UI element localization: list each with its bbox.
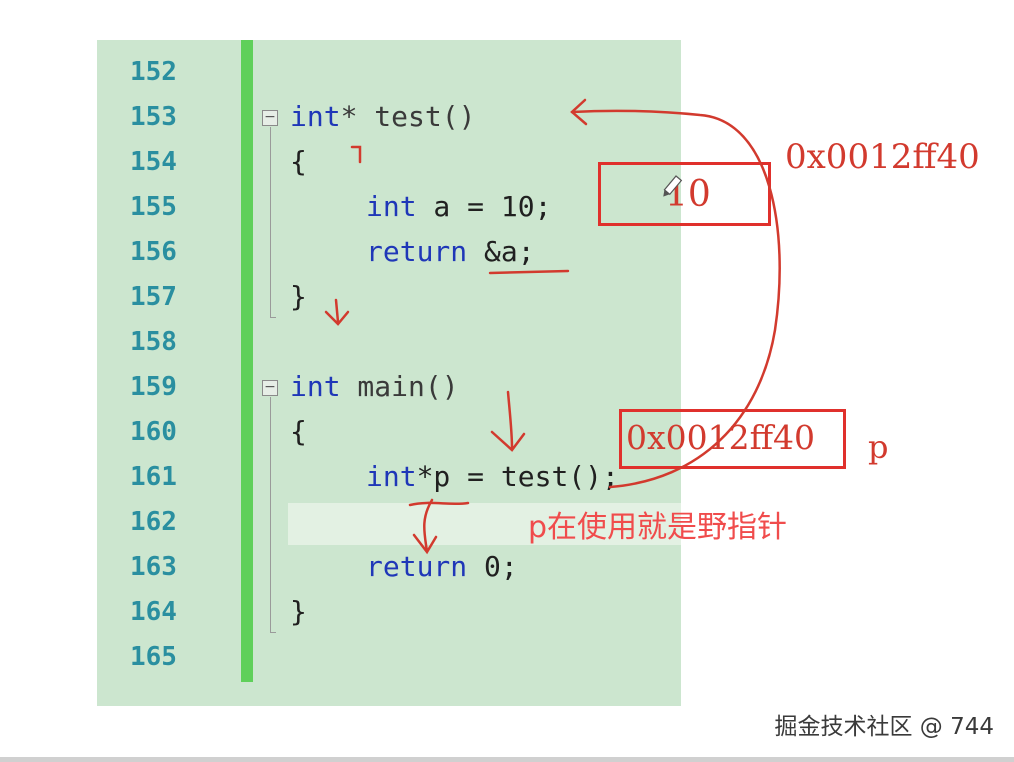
line-number: 159 bbox=[130, 372, 177, 402]
line-number: 160 bbox=[130, 417, 177, 447]
code-line-154: { bbox=[290, 145, 307, 178]
code-line-164: } bbox=[290, 595, 307, 628]
line-number: 163 bbox=[130, 552, 177, 582]
value-box bbox=[598, 162, 771, 226]
line-number: 165 bbox=[130, 642, 177, 672]
code-line-157: } bbox=[290, 280, 307, 313]
line-number: 152 bbox=[130, 57, 177, 87]
keyword: int bbox=[366, 190, 417, 223]
fold-toggle-main[interactable]: − bbox=[262, 380, 278, 396]
annotation-address-box: 0x0012ff40 bbox=[626, 418, 816, 457]
bottom-divider bbox=[0, 757, 1014, 762]
line-number: 161 bbox=[130, 462, 177, 492]
line-number: 153 bbox=[130, 102, 177, 132]
code-text: * test() bbox=[340, 100, 476, 133]
fold-guide bbox=[270, 127, 276, 318]
keyword: return bbox=[366, 550, 468, 583]
code-text: 0; bbox=[467, 550, 518, 583]
keyword: int bbox=[290, 100, 341, 133]
keyword: int bbox=[366, 460, 417, 493]
code-line-156: return &a; bbox=[366, 235, 535, 269]
change-indicator-bar bbox=[241, 40, 253, 682]
code-line-163: return 0; bbox=[366, 550, 518, 584]
line-number: 162 bbox=[130, 507, 177, 537]
annotation-note: p在使用就是野指针 bbox=[528, 510, 788, 545]
line-number: 157 bbox=[130, 282, 177, 312]
line-number: 155 bbox=[130, 192, 177, 222]
code-text: a = 10; bbox=[416, 190, 552, 223]
code-text: &a; bbox=[467, 235, 535, 268]
watermark: 掘金技术社区 @ 744 bbox=[774, 714, 994, 740]
down-arrow bbox=[324, 298, 350, 326]
code-text: *p = test(); bbox=[416, 460, 619, 493]
line-number: 156 bbox=[130, 237, 177, 267]
code-editor bbox=[97, 40, 681, 706]
fold-guide bbox=[270, 397, 276, 633]
code-line-159: int main() bbox=[290, 370, 459, 404]
current-line-highlight bbox=[288, 503, 681, 545]
arrowhead bbox=[570, 98, 588, 126]
curve-arrow bbox=[570, 109, 781, 489]
keyword: int bbox=[290, 370, 341, 403]
underline bbox=[488, 269, 570, 275]
bracket-mark bbox=[350, 145, 362, 164]
address-box bbox=[619, 409, 846, 469]
squiggle bbox=[408, 501, 470, 507]
code-text: main() bbox=[340, 370, 459, 403]
annotation-pointer-label: p bbox=[868, 428, 889, 466]
down-arrow bbox=[412, 498, 438, 555]
annotation-address-top: 0x0012ff40 bbox=[785, 137, 980, 177]
keyword: return bbox=[366, 235, 468, 268]
code-line-160: { bbox=[290, 415, 307, 448]
line-number: 164 bbox=[130, 597, 177, 627]
line-number: 154 bbox=[130, 147, 177, 177]
code-line-155: int a = 10; bbox=[366, 190, 551, 224]
fold-toggle-test[interactable]: − bbox=[262, 110, 278, 126]
code-line-153: int* test() bbox=[290, 100, 475, 134]
down-arrow bbox=[490, 390, 526, 452]
code-line-161: int*p = test(); bbox=[366, 460, 619, 494]
line-number: 158 bbox=[130, 327, 177, 357]
pencil-icon bbox=[663, 175, 683, 197]
